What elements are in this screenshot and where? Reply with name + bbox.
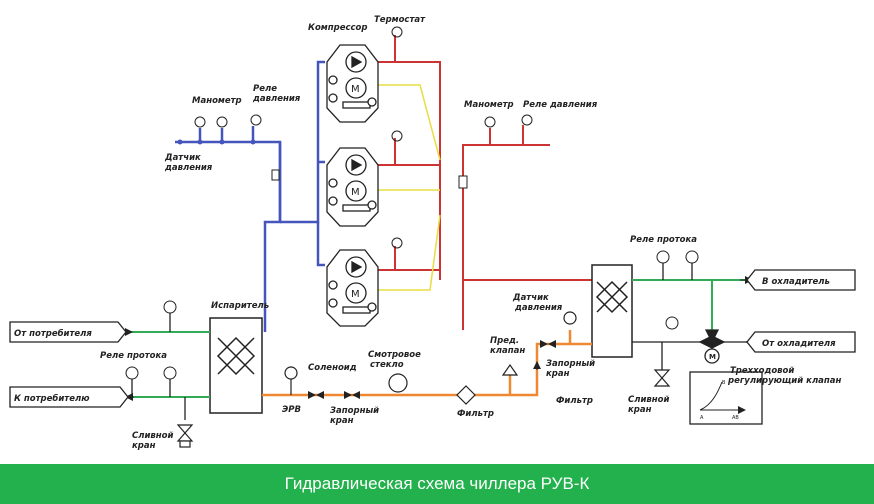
- manometer-right-label: Манометр: [464, 100, 514, 110]
- liquid-components: [284, 311, 577, 405]
- drain-valve-right-label-1: Сливной: [628, 395, 670, 405]
- erv-label: ЭРВ: [282, 405, 301, 415]
- shutoff-valve-left-label-2: кран: [330, 416, 354, 426]
- thermostat-label: Термостат: [374, 15, 426, 25]
- three-way-valve-label-1: Трехходовой: [730, 366, 794, 376]
- drain-valve-left-label-2: кран: [132, 441, 156, 451]
- shutoff-valve-right-label-2: кран: [546, 369, 570, 379]
- filter-left-label: Фильтр: [457, 409, 494, 419]
- caption-bar: Гидравлическая схема чиллера РУВ-К: [0, 464, 874, 504]
- to-consumer-label: К потребителю: [14, 393, 89, 404]
- port-ab-label: AB: [732, 415, 739, 421]
- three-way-valve: [698, 329, 726, 364]
- pressure-relay-right-label: Реле давления: [523, 100, 598, 110]
- drain-valve-left-label-1: Сливной: [132, 431, 174, 441]
- discharge-line: [378, 35, 592, 330]
- water-lines-black: [131, 262, 755, 420]
- diagram-caption: Гидравлическая схема чиллера РУВ-К: [284, 474, 590, 493]
- shutoff-valve-right-label-1: Запорный: [546, 359, 595, 369]
- flow-relay-right-label: Реле протока: [630, 235, 697, 245]
- shutoff-valve-left-label-1: Запорный: [330, 406, 379, 416]
- pressure-sensor-left-label-1: Датчик: [164, 153, 201, 163]
- compressor-group: [326, 44, 379, 327]
- pressure-sensor-right-label-1: Датчик: [512, 293, 549, 303]
- from-consumer-label: От потребителя: [14, 328, 92, 339]
- condenser: [591, 264, 633, 358]
- pressure-relay-icon: [250, 114, 262, 126]
- port-a-label: A: [700, 415, 704, 421]
- manometer-icon: [216, 116, 228, 128]
- compressor-1: [326, 44, 379, 123]
- from-cooler-box: От охладителя: [746, 331, 856, 353]
- sight-glass-label-1: Смотровое: [368, 350, 421, 360]
- compressor-3: [326, 249, 379, 327]
- to-consumer-box: К потребителю: [9, 386, 129, 408]
- suction-valves: [177, 139, 256, 145]
- from-consumer-box: От потребителя: [9, 321, 127, 343]
- three-way-valve-label-2: регулирующий клапан: [727, 376, 842, 386]
- pressure-relay-icon: [521, 114, 533, 126]
- evaporator-label: Испаритель: [211, 301, 269, 311]
- svg-text:M: M: [351, 84, 360, 95]
- sight-glass-label-2: стекло: [370, 360, 404, 370]
- liquid-valves: [308, 340, 556, 399]
- oil-line: [378, 84, 441, 291]
- discharge-gauges: [391, 26, 533, 249]
- port-b-label: B: [722, 380, 726, 386]
- safety-valve-label-1: Пред.: [490, 336, 519, 346]
- manometer-icon: [484, 116, 496, 128]
- thermostat-icon: [391, 26, 403, 38]
- pressure-relay-left-label-2: давления: [252, 94, 301, 104]
- filter-right-label: Фильтр: [556, 396, 593, 406]
- pressure-relay-left-label-1: Реле: [253, 84, 277, 94]
- evaporator: [209, 317, 263, 414]
- compressor-2: [326, 147, 379, 227]
- drain-valves: [176, 369, 671, 448]
- hydraulic-diagram: M M M: [9, 15, 856, 451]
- flow-relay-left-label: Реле протока: [100, 351, 167, 361]
- svg-text:M: M: [351, 187, 360, 198]
- suction-gauges: [194, 114, 280, 181]
- valve-characteristic-box: A AB B: [689, 371, 763, 425]
- safety-valve-label-2: клапан: [490, 346, 525, 356]
- svg-text:M: M: [709, 353, 716, 361]
- to-cooler-box: В охладитель: [746, 269, 856, 291]
- water-gauges: [125, 250, 699, 380]
- to-cooler-label: В охладитель: [762, 277, 830, 287]
- from-cooler-label: От охладителя: [762, 339, 836, 349]
- water-lines: [126, 279, 755, 398]
- compressor-label: Компрессор: [308, 23, 367, 33]
- drain-valve-right-label-2: кран: [628, 405, 652, 415]
- svg-text:M: M: [351, 289, 360, 300]
- pressure-gauge-icon: [194, 116, 206, 128]
- pressure-sensor-right-label-2: давления: [514, 303, 563, 313]
- pressure-sensor-left-label-2: давления: [164, 163, 213, 173]
- manometer-left-label: Манометр: [192, 96, 242, 106]
- solenoid-label: Соленоид: [308, 363, 357, 373]
